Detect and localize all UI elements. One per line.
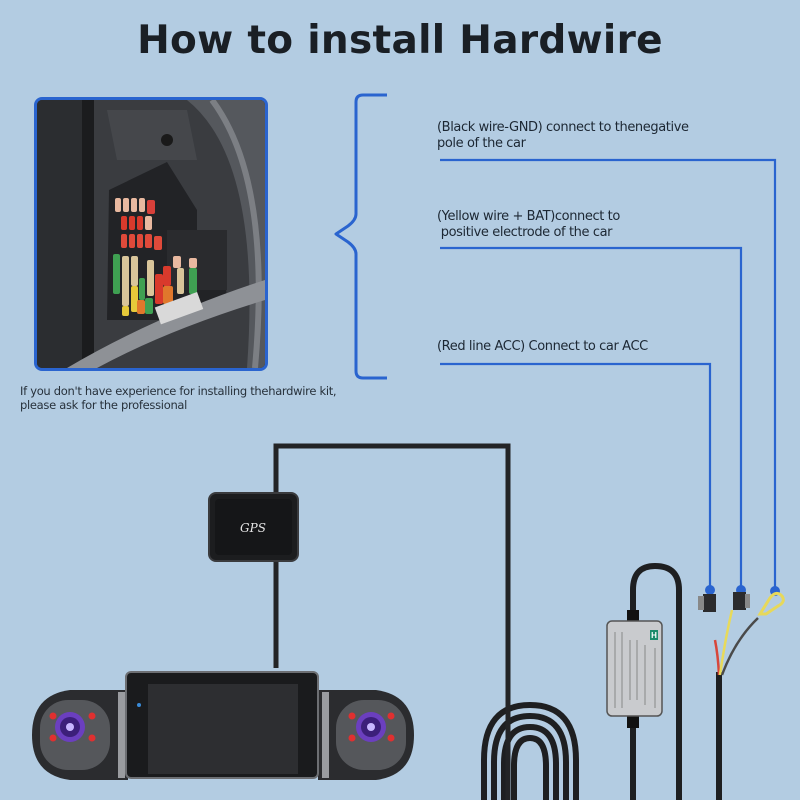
- page-title: How to install Hardwire: [137, 18, 663, 63]
- gps-module: GPS: [208, 492, 299, 562]
- dash-cam-screen: [148, 684, 298, 774]
- note-line-1: If you don't have experience for install…: [20, 384, 337, 398]
- status-led: [137, 703, 141, 707]
- red-wire-fuse-tap: [703, 594, 716, 612]
- fuse-group: [113, 198, 197, 316]
- black-wire-instruction: (Black wire-GND) connect to thenegative …: [437, 120, 689, 152]
- yellow-wire-instruction: (Yellow wire + BAT)connect to positive e…: [437, 209, 620, 241]
- red-wire-line-1: (Red line ACC) Connect to car ACC: [437, 339, 648, 354]
- yellow-wire-fuse-tap: [733, 592, 746, 610]
- gps-label: GPS: [240, 521, 266, 535]
- black-wire-ring-terminal: [757, 591, 785, 616]
- yellow-wire-line-2: positive electrode of the car: [437, 225, 613, 240]
- yellow-wire-line-1: (Yellow wire + BAT)connect to: [437, 209, 620, 224]
- coiled-cable: [481, 701, 579, 800]
- power-box-logo: H: [651, 631, 657, 640]
- professional-help-note: If you don't have experience for install…: [20, 384, 337, 412]
- note-line-2: please ask for the professional: [20, 398, 188, 412]
- bracket-brace: [334, 93, 387, 380]
- leader-line-yellow: [440, 246, 743, 590]
- red-wire-instruction: (Red line ACC) Connect to car ACC: [437, 339, 648, 355]
- power-supply-box: H: [606, 620, 663, 717]
- fuse-box-photo: [34, 97, 268, 371]
- red-wire: [713, 639, 721, 676]
- black-wire-line-2: pole of the car: [437, 136, 526, 151]
- connector-dot-red: [705, 585, 715, 595]
- left-ir-leds: [49, 712, 96, 742]
- power-cable: [630, 562, 682, 800]
- dash-cam: [32, 671, 414, 780]
- yellow-wire: [718, 609, 734, 676]
- right-ir-leds: [348, 712, 395, 742]
- black-wire-line-1: (Black wire-GND) connect to thenegative: [437, 120, 689, 135]
- leader-line-black: [440, 158, 777, 590]
- leader-line-red: [440, 362, 712, 590]
- black-wire: [720, 617, 759, 676]
